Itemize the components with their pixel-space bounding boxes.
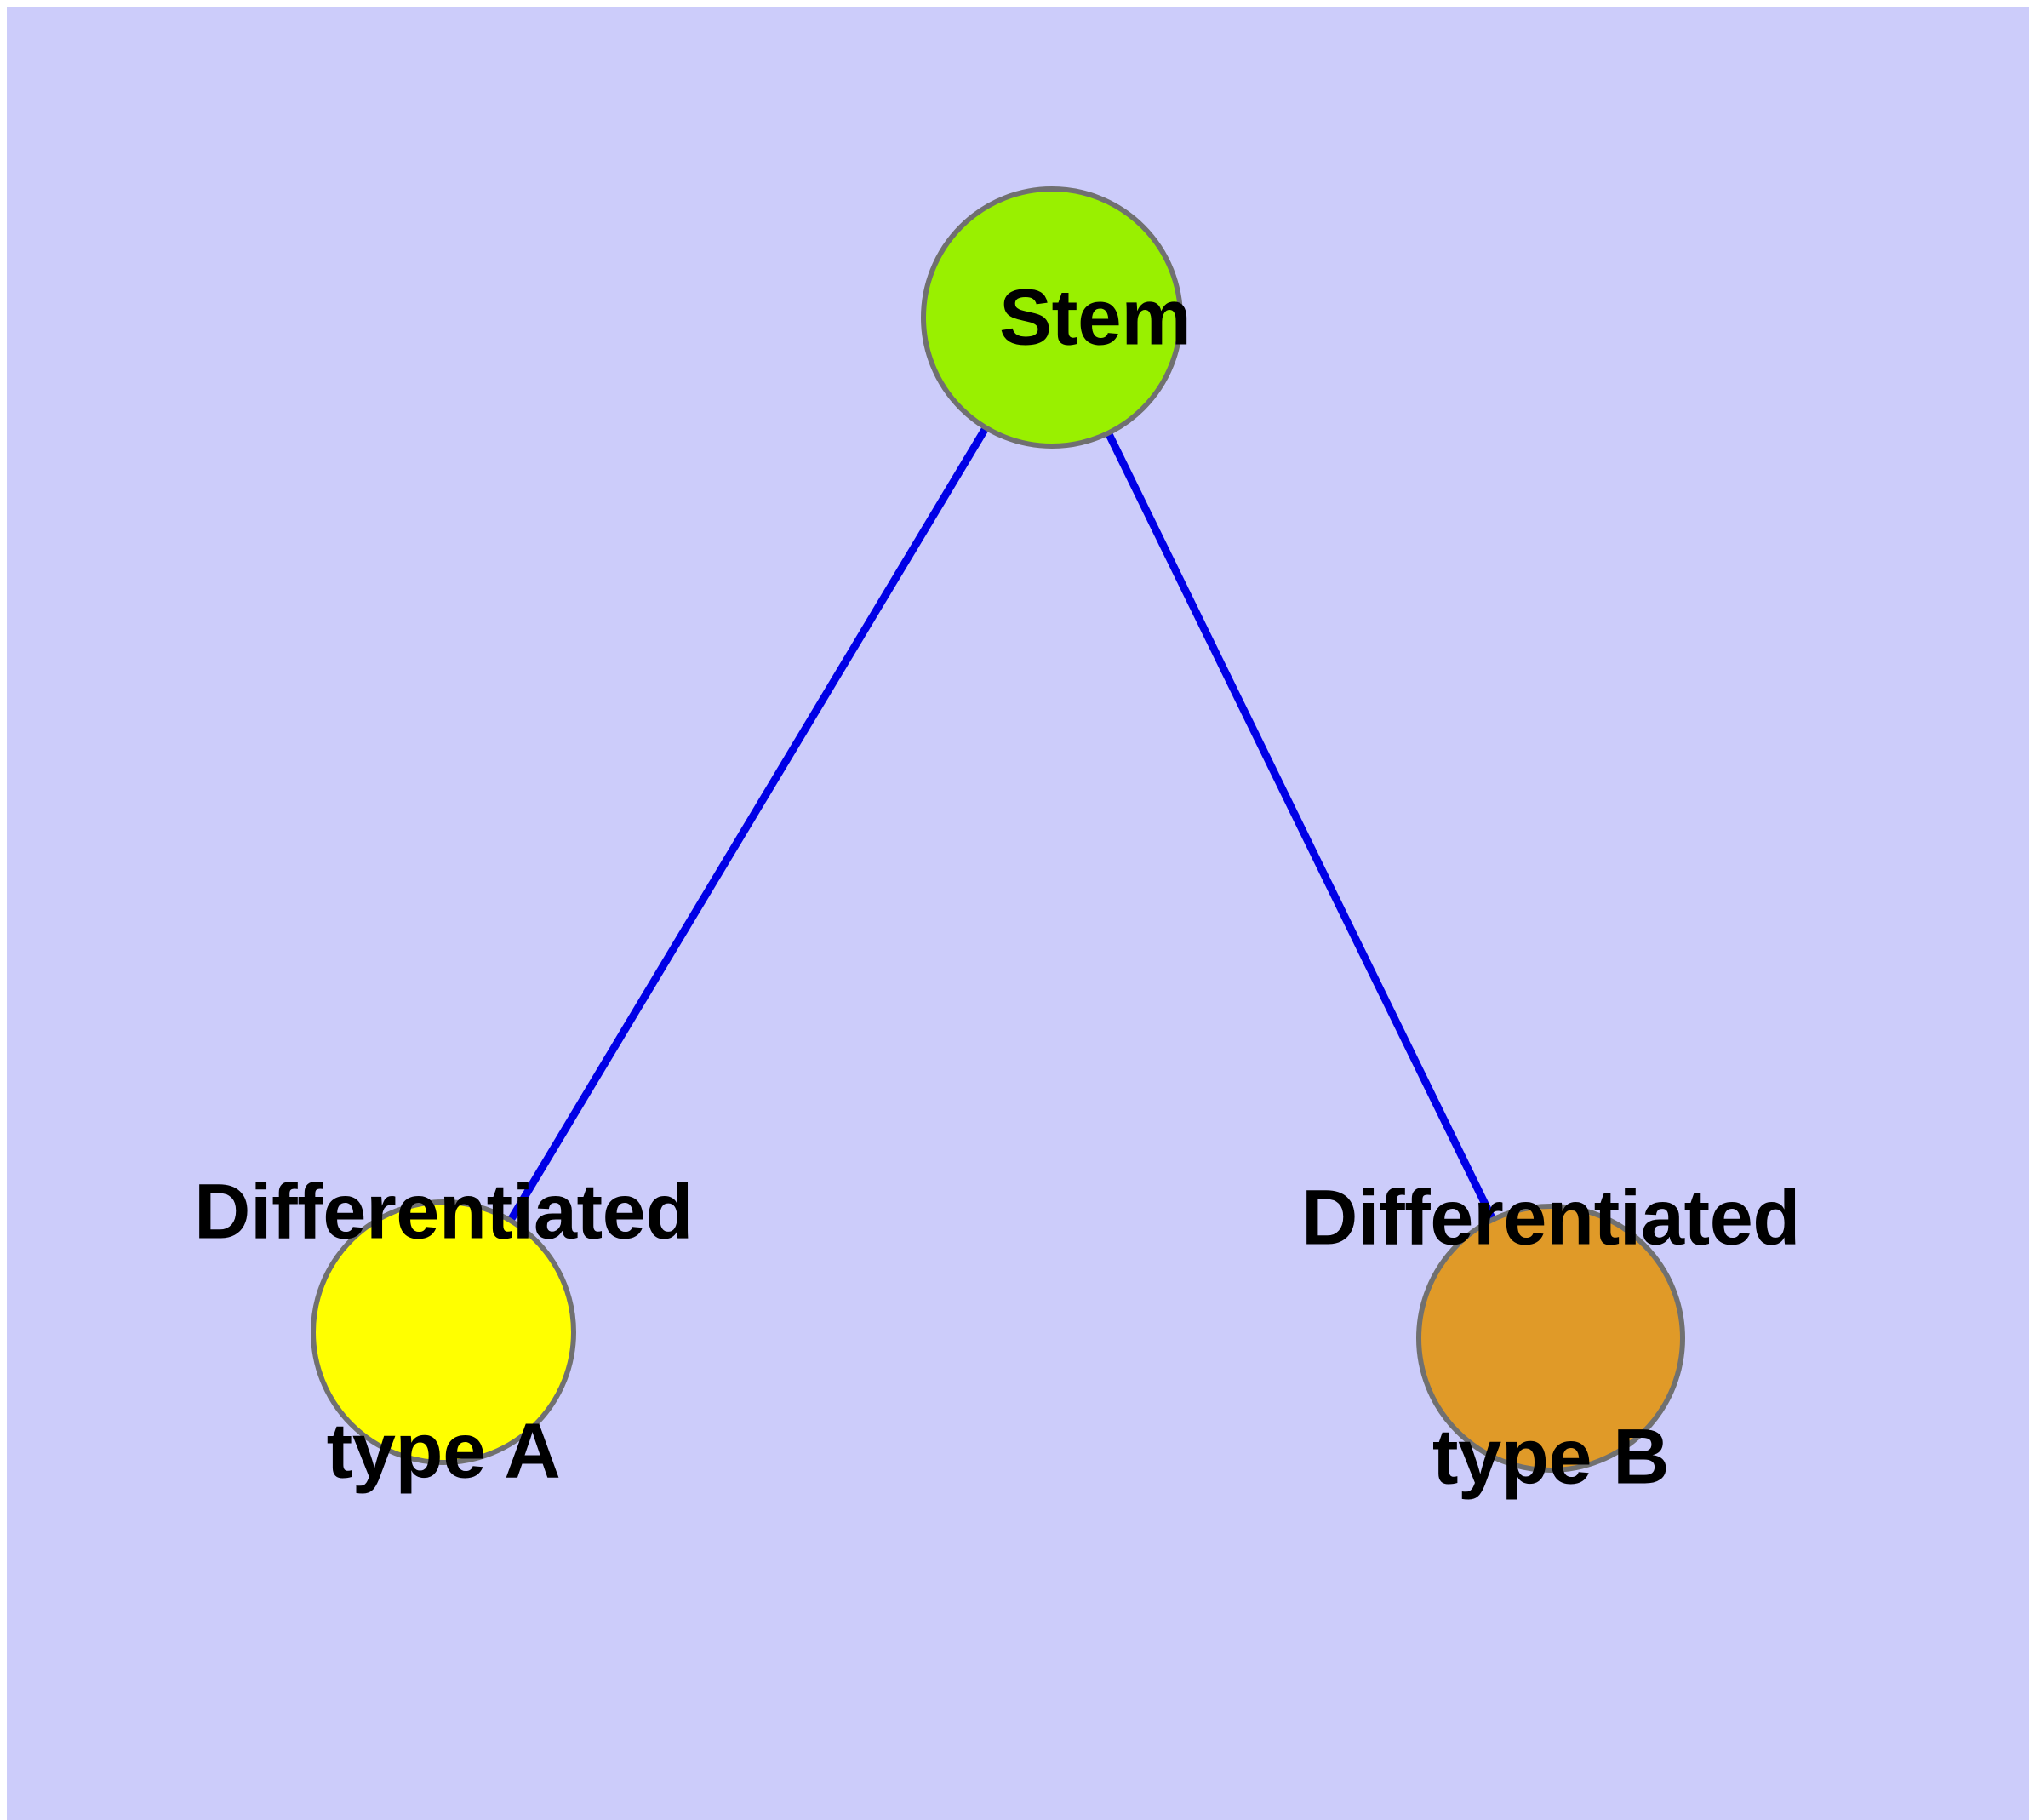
node-layer [311,186,1685,1473]
edge-layer [506,426,1496,1223]
edge-stem-to-differentiated-type-b[interactable] [1105,431,1496,1222]
edge-stem-to-differentiated-type-a[interactable] [506,426,990,1223]
node-differentiated-type-b[interactable] [1416,1204,1685,1473]
node-differentiated-type-a[interactable] [311,1199,576,1465]
node-stem[interactable] [921,186,1183,449]
